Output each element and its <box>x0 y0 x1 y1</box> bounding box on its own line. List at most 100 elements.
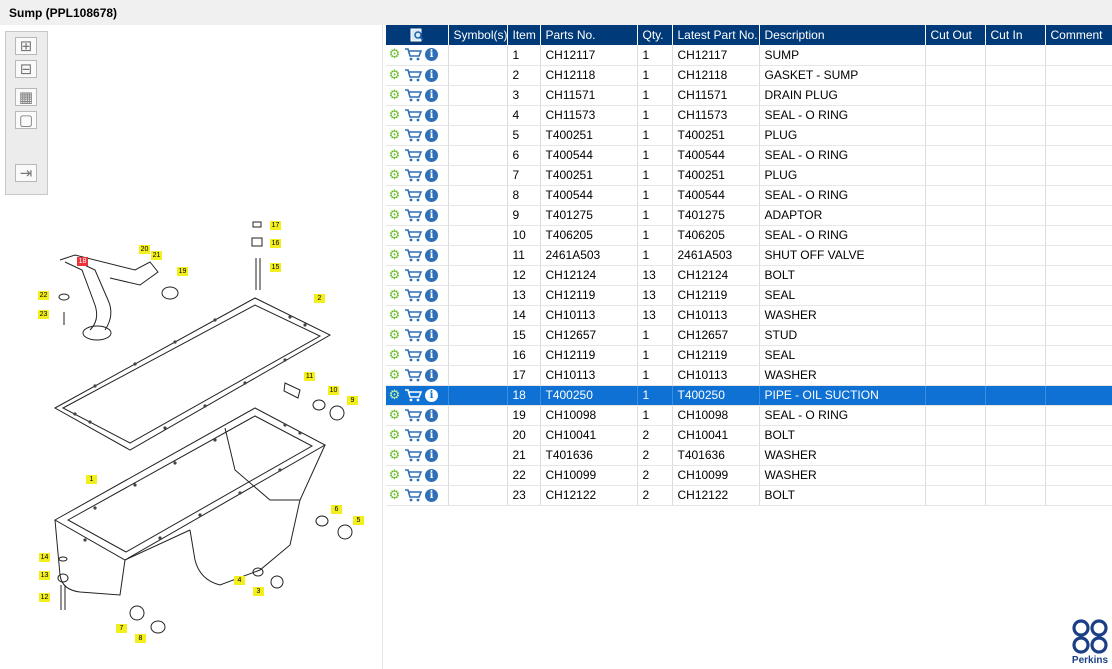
callout-14[interactable]: 14 <box>39 553 50 562</box>
shopping-cart-icon[interactable] <box>404 408 422 422</box>
settings-gear-icon[interactable]: ⚙ <box>388 327 401 343</box>
column-header-qty[interactable]: Qty. <box>637 25 673 45</box>
shopping-cart-icon[interactable] <box>404 188 422 202</box>
info-icon[interactable]: i <box>425 448 438 462</box>
callout-20[interactable]: 20 <box>139 245 150 254</box>
callout-4[interactable]: 4 <box>234 576 245 585</box>
settings-gear-icon[interactable]: ⚙ <box>388 387 401 403</box>
callout-13[interactable]: 13 <box>39 571 50 580</box>
info-icon[interactable]: i <box>425 288 438 302</box>
info-icon[interactable]: i <box>425 208 438 222</box>
shopping-cart-icon[interactable] <box>404 68 422 82</box>
settings-gear-icon[interactable]: ⚙ <box>388 247 401 263</box>
shopping-cart-icon[interactable] <box>404 248 422 262</box>
column-header-latest-part-no[interactable]: Latest Part No. <box>672 25 760 45</box>
column-header-symbols[interactable]: Symbol(s) <box>448 25 508 45</box>
info-icon[interactable]: i <box>425 488 438 502</box>
shopping-cart-icon[interactable] <box>404 208 422 222</box>
info-icon[interactable]: i <box>425 468 438 482</box>
callout-15[interactable]: 15 <box>270 263 281 272</box>
info-icon[interactable]: i <box>425 228 438 242</box>
settings-gear-icon[interactable]: ⚙ <box>388 87 401 103</box>
callout-1[interactable]: 1 <box>86 475 97 484</box>
shopping-cart-icon[interactable] <box>404 288 422 302</box>
export-button[interactable]: ⇥ <box>15 164 37 182</box>
callout-6[interactable]: 6 <box>331 505 342 514</box>
info-icon[interactable]: i <box>425 348 438 362</box>
settings-gear-icon[interactable]: ⚙ <box>388 207 401 223</box>
info-icon[interactable]: i <box>425 148 438 162</box>
info-icon[interactable]: i <box>425 248 438 262</box>
info-icon[interactable]: i <box>425 408 438 422</box>
settings-gear-icon[interactable]: ⚙ <box>388 47 401 63</box>
shopping-cart-icon[interactable] <box>404 228 422 242</box>
actual-size-button[interactable]: ▢ <box>15 111 37 129</box>
zoom-out-button[interactable]: ⊟ <box>15 60 37 78</box>
shopping-cart-icon[interactable] <box>404 148 422 162</box>
callout-8[interactable]: 8 <box>135 634 146 643</box>
settings-gear-icon[interactable]: ⚙ <box>388 487 401 503</box>
callout-11[interactable]: 11 <box>304 372 315 381</box>
settings-gear-icon[interactable]: ⚙ <box>388 427 401 443</box>
callout-7[interactable]: 7 <box>116 624 127 633</box>
callout-10[interactable]: 10 <box>328 386 339 395</box>
shopping-cart-icon[interactable] <box>404 108 422 122</box>
callout-9[interactable]: 9 <box>347 396 358 405</box>
info-icon[interactable]: i <box>425 168 438 182</box>
shopping-cart-icon[interactable] <box>404 348 422 362</box>
info-icon[interactable]: i <box>425 108 438 122</box>
settings-gear-icon[interactable]: ⚙ <box>388 167 401 183</box>
callout-21[interactable]: 21 <box>151 251 162 260</box>
settings-gear-icon[interactable]: ⚙ <box>388 267 401 283</box>
callout-2[interactable]: 2 <box>314 294 325 303</box>
settings-gear-icon[interactable]: ⚙ <box>388 307 401 323</box>
settings-gear-icon[interactable]: ⚙ <box>388 67 401 83</box>
info-icon[interactable]: i <box>425 68 438 82</box>
shopping-cart-icon[interactable] <box>404 168 422 182</box>
info-icon[interactable]: i <box>425 48 438 62</box>
settings-gear-icon[interactable]: ⚙ <box>388 287 401 303</box>
column-header-parts-no[interactable]: Parts No. <box>540 25 638 45</box>
callout-3[interactable]: 3 <box>253 587 264 596</box>
shopping-cart-icon[interactable] <box>404 368 422 382</box>
info-icon[interactable]: i <box>425 188 438 202</box>
settings-gear-icon[interactable]: ⚙ <box>388 127 401 143</box>
column-header-cut-in[interactable]: Cut In <box>985 25 1046 45</box>
info-icon[interactable]: i <box>425 88 438 102</box>
settings-gear-icon[interactable]: ⚙ <box>388 347 401 363</box>
column-header-item[interactable]: Item <box>507 25 541 45</box>
shopping-cart-icon[interactable] <box>404 268 422 282</box>
info-icon[interactable]: i <box>425 388 438 402</box>
shopping-cart-icon[interactable] <box>404 308 422 322</box>
callout-23[interactable]: 23 <box>38 310 49 319</box>
info-icon[interactable]: i <box>425 328 438 342</box>
settings-gear-icon[interactable]: ⚙ <box>388 227 401 243</box>
settings-gear-icon[interactable]: ⚙ <box>388 467 401 483</box>
shopping-cart-icon[interactable] <box>404 468 422 482</box>
column-header-cut-out[interactable]: Cut Out <box>925 25 986 45</box>
shopping-cart-icon[interactable] <box>404 488 422 502</box>
shopping-cart-icon[interactable] <box>404 448 422 462</box>
callout-12[interactable]: 12 <box>39 593 50 602</box>
callout-19[interactable]: 19 <box>177 267 188 276</box>
info-icon[interactable]: i <box>425 428 438 442</box>
shopping-cart-icon[interactable] <box>404 328 422 342</box>
settings-gear-icon[interactable]: ⚙ <box>388 367 401 383</box>
